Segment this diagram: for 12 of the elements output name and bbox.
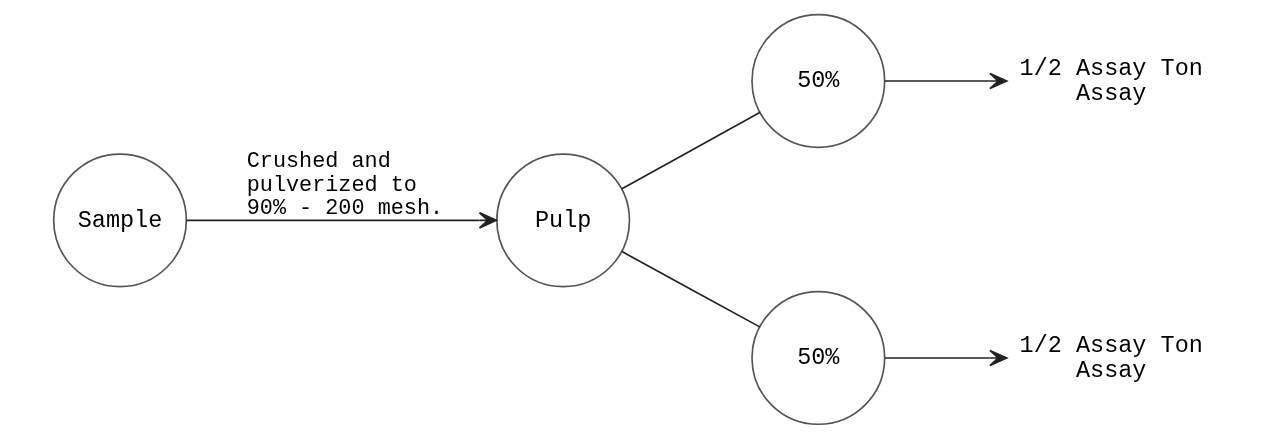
node-circle: Pulp xyxy=(495,153,630,288)
node-text: 1/2 Assay Ton Assay xyxy=(1019,331,1203,384)
arrow xyxy=(185,211,497,229)
node-circle: 50% xyxy=(750,290,885,426)
node-text: 1/2 Assay Ton Assay xyxy=(1019,54,1203,107)
node-circle: 50% xyxy=(750,13,885,149)
edge-label: Crushed and pulverized to 90% - 200 mesh. xyxy=(246,149,443,222)
connector xyxy=(620,111,761,190)
connector xyxy=(620,250,761,328)
arrow xyxy=(883,72,1008,90)
arrow xyxy=(883,349,1008,367)
node-circle: Sample xyxy=(52,153,187,288)
